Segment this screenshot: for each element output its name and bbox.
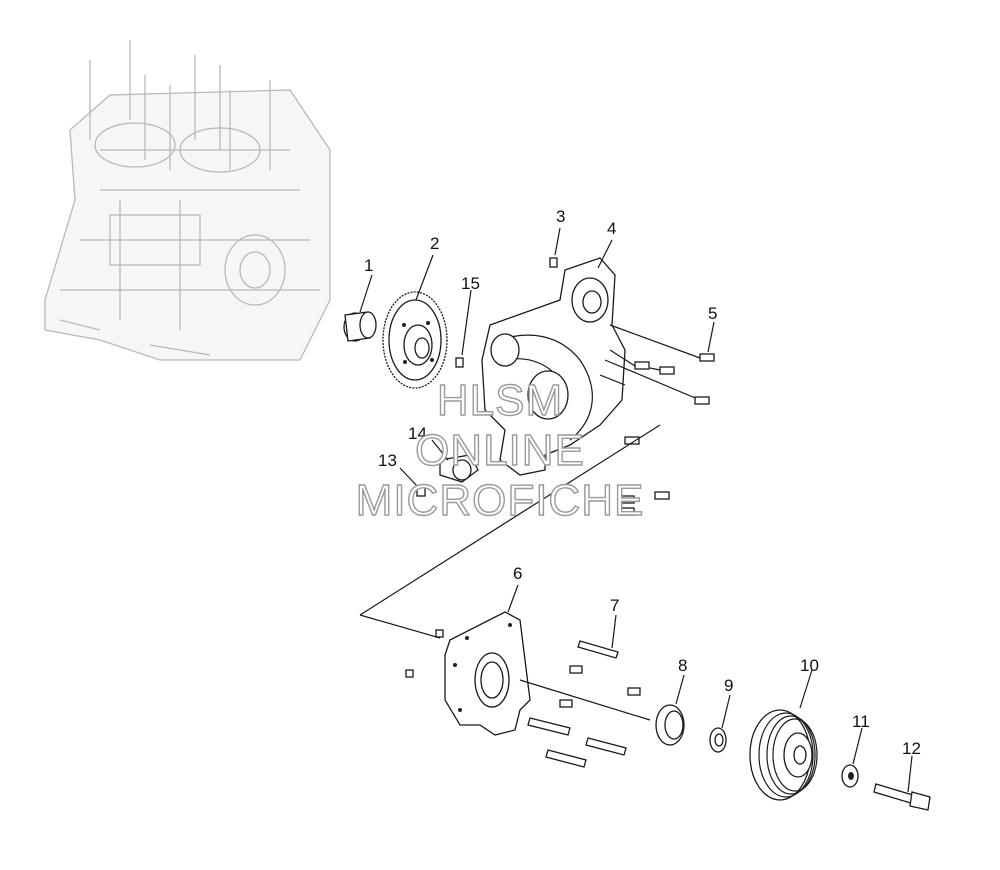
callout-13: 13 (378, 451, 397, 470)
callout-2: 2 (430, 234, 440, 253)
callout-5: 5 (708, 304, 718, 323)
part-14-sensor (431, 439, 479, 483)
callout-11: 11 (852, 712, 870, 731)
callout-1: 1 (364, 256, 374, 275)
part-6-front-plate (405, 584, 531, 736)
callout-10: 10 (800, 656, 819, 675)
part-8-seal (655, 674, 685, 746)
callout-7: 7 (610, 596, 620, 615)
leader-line (359, 424, 661, 616)
callout-12: 12 (902, 739, 921, 758)
part-9-washer (709, 694, 731, 753)
leader-line (359, 614, 441, 639)
part-4-timing-cover (481, 239, 626, 476)
part-3-dowel (549, 227, 561, 268)
callout-4: 4 (607, 219, 617, 238)
part-15-pin (455, 289, 472, 368)
part-13-bolt (399, 467, 426, 497)
callout-3: 3 (556, 207, 566, 226)
part-7-plate-bolts (519, 614, 651, 768)
watermark-line-2: ONLINE (414, 425, 585, 475)
callout-8: 8 (678, 656, 688, 675)
watermark-line-1: HLSM (436, 375, 564, 425)
watermark-line-3: MICROFICHE (355, 475, 645, 525)
callout-6: 6 (513, 564, 523, 583)
engine-block-ghost (44, 40, 331, 361)
callout-9: 9 (724, 676, 734, 695)
part-1-bushing (343, 274, 377, 342)
callout-15: 15 (461, 274, 480, 293)
part-5-cover-bolts (599, 321, 715, 516)
part-2-gear (382, 254, 448, 389)
part-12-bolt (873, 755, 931, 811)
callout-14: 14 (408, 424, 427, 443)
part-11-washer (841, 727, 863, 788)
part-10-pulley (749, 669, 818, 801)
